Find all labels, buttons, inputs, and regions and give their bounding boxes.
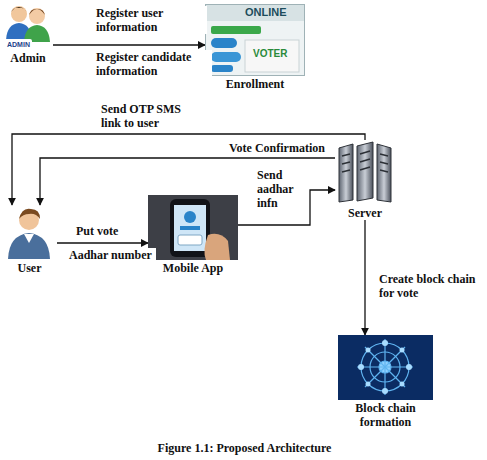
server-node: Server (335, 140, 395, 220)
edge-label: Register user information (95, 6, 207, 34)
node-picture (148, 195, 238, 260)
flow-arrow (57, 242, 148, 243)
edge-note: Aadhar number (68, 248, 156, 262)
node-caption: Enrollment (226, 77, 284, 91)
node-picture (335, 140, 395, 205)
admin-node: ADMIN Admin (3, 2, 53, 65)
node-caption: Block chain formation (340, 401, 432, 429)
server-icon (335, 140, 395, 205)
edge-label: Send aadhar infn (256, 168, 308, 210)
user-node: User (2, 205, 57, 275)
user-icon (2, 205, 57, 260)
flow-arrow (364, 220, 365, 335)
node-caption: Server (348, 206, 382, 220)
edge-label: Send OTP SMS link to user (100, 102, 197, 130)
node-picture: ADMIN (3, 2, 53, 50)
blockchain-picture (338, 335, 433, 400)
flow-arrow (12, 134, 365, 205)
node-caption: Mobile App (163, 261, 223, 275)
flow-arrow (53, 44, 205, 45)
picture-text: ONLINE (245, 6, 287, 19)
edge-label: Create block chain for vote (378, 272, 480, 300)
picture-text: VOTER (253, 48, 287, 60)
blockchain-node: Block chain formation (338, 335, 433, 429)
edge-note: Register candidate information (95, 50, 212, 78)
picture-text: ADMIN (7, 40, 30, 49)
node-caption: Admin (10, 51, 45, 65)
figure-caption: Figure 1.1: Proposed Architecture (0, 441, 487, 455)
node-picture: ONLINE VOTER (205, 4, 305, 76)
node-picture (2, 205, 57, 260)
mobile-app-node: Mobile App (148, 195, 238, 275)
mobile-app-picture (148, 195, 238, 260)
edge-label: Put vote (75, 224, 143, 238)
edge-label: Vote Confirmation (228, 141, 334, 155)
node-caption: User (18, 261, 42, 275)
node-picture (338, 335, 433, 400)
enrollment-node: ONLINE VOTER Enrollment (205, 4, 305, 91)
